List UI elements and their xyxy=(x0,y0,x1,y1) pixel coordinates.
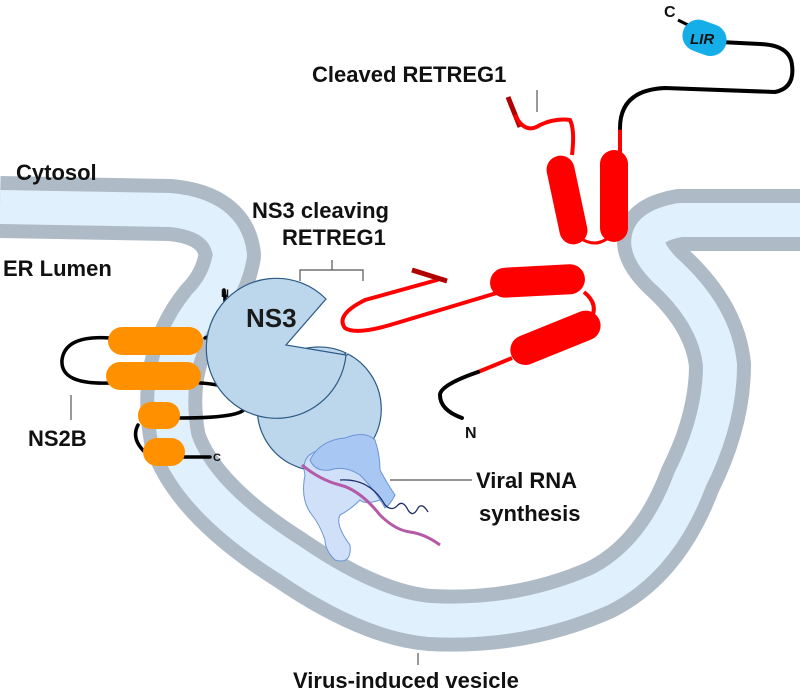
lir-domain xyxy=(682,19,727,57)
virus-vesicle-label: Virus-induced vesicle xyxy=(293,668,519,690)
ns2b-helix-4 xyxy=(143,438,185,466)
viral-rna-label-line2: synthesis xyxy=(479,501,581,526)
ns2b-helix-2 xyxy=(106,362,201,390)
cleaved-retreg1-black-tail xyxy=(618,40,795,130)
ns2b-n-terminus: N xyxy=(221,288,229,300)
ns3-cleaving-bracket xyxy=(299,260,364,281)
ns2b-label: NS2B xyxy=(28,426,87,451)
retreg1-cleavage-site xyxy=(411,267,448,284)
ns3-cleaving-annotation: NS3 cleaving RETREG1 xyxy=(252,198,389,281)
retreg1-n-terminus: N xyxy=(465,425,477,442)
ns2b-protein: N C NS2B xyxy=(28,288,247,466)
cleaved-retreg1-helix-1 xyxy=(546,155,588,245)
membrane-lumen-band xyxy=(0,190,800,638)
retreg1-helix-a xyxy=(490,264,585,298)
er-membrane xyxy=(0,176,800,652)
ns3-cleaving-label-line2: RETREG1 xyxy=(282,225,386,250)
cleaved-retreg1-helix-link xyxy=(579,236,609,245)
ns3-shape xyxy=(205,277,347,419)
retreg1-helix-b xyxy=(510,310,601,365)
cleaved-retreg1-label: Cleaved RETREG1 xyxy=(312,62,506,87)
ns3-label: NS3 xyxy=(246,303,297,333)
retreg1-membrane: N xyxy=(340,264,601,442)
replication-complex: Viral RNA synthesis xyxy=(301,434,581,562)
cleaved-retreg1-loop xyxy=(513,114,576,156)
lir-label: LIR xyxy=(690,31,714,48)
cleaved-retreg1-helix-2 xyxy=(600,150,628,242)
rna-strand-dark xyxy=(339,479,429,515)
ns3-cleaving-label-line1: NS3 cleaving xyxy=(252,198,389,223)
retreg1-c-terminus: C xyxy=(664,4,676,21)
replication-complex-front xyxy=(309,434,396,509)
cytosol-label: Cytosol xyxy=(16,160,97,185)
er-lumen-label: ER Lumen xyxy=(3,256,112,281)
cleaved-retreg1: Cleaved RETREG1 C LIR xyxy=(312,4,795,245)
retreg1-lumen-loop xyxy=(340,278,502,333)
rna-strand-pink xyxy=(301,463,441,547)
retreg1-n-tail-black xyxy=(437,370,480,420)
viral-rna-label-line1: Viral RNA xyxy=(476,468,577,493)
ns2b-helix-3 xyxy=(138,402,180,429)
ns2b-c-terminus: C xyxy=(213,452,221,464)
retreg1-n-tail xyxy=(477,356,513,374)
ns2b-helix-1 xyxy=(108,327,203,355)
